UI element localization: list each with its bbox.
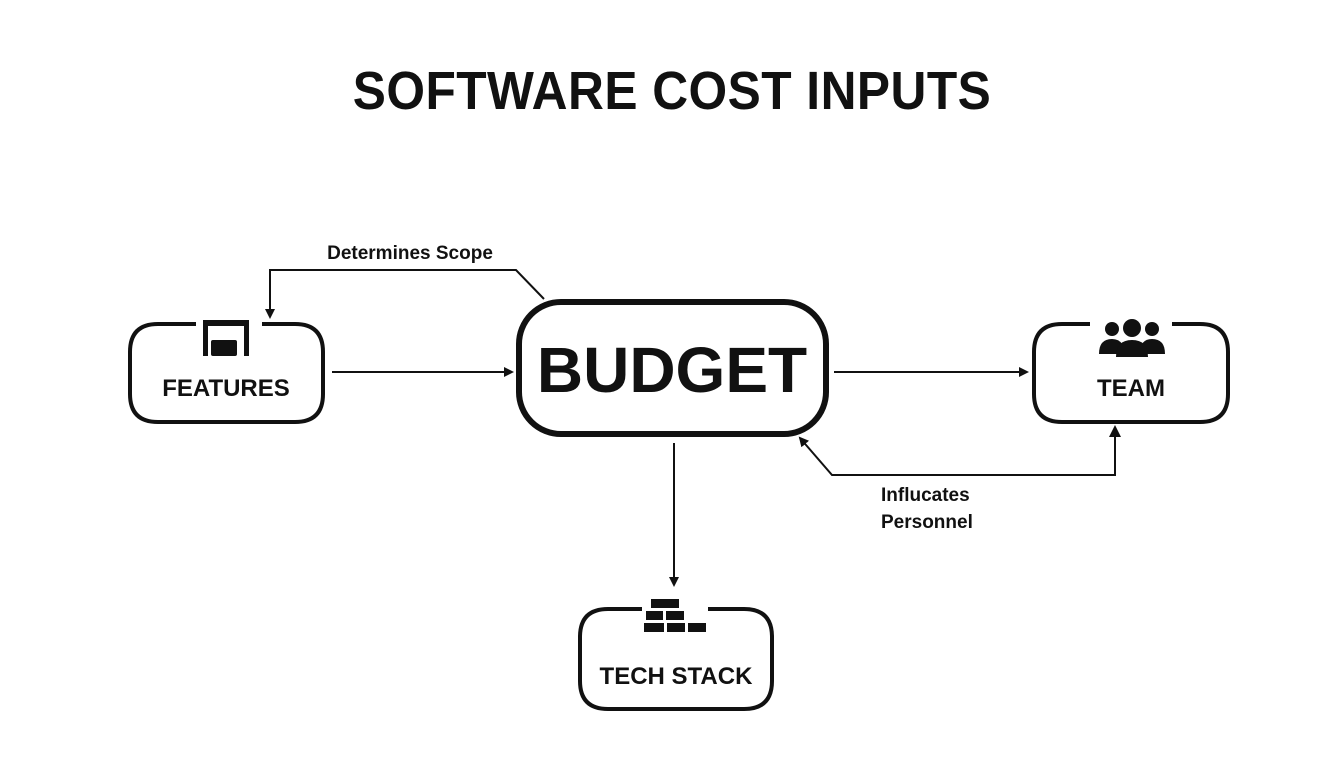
- node-features-label: FEATURES: [162, 375, 290, 402]
- edge-label-personnel: Personnel: [881, 512, 973, 533]
- page-title: SOFTWARE COST INPUTS: [352, 61, 992, 121]
- node-team: TEAM: [1032, 319, 1230, 424]
- edge-team-start-arrow: [1109, 425, 1121, 437]
- node-features-box: [128, 322, 325, 424]
- bricks-icon: [644, 599, 706, 632]
- edge-label-determines-scope: Determines Scope: [327, 243, 493, 264]
- node-tech-stack: TECH STACK: [578, 599, 774, 711]
- edge-label-influcates: Influcates: [881, 485, 970, 506]
- node-team-label: TEAM: [1097, 375, 1165, 402]
- edge-team-to-budget-personnel: [798, 427, 1116, 476]
- node-budget: BUDGET: [516, 299, 829, 437]
- node-budget-label: BUDGET: [537, 334, 807, 406]
- people-icon: [1099, 319, 1165, 357]
- node-budget-box: [516, 299, 829, 437]
- node-tech-stack-box: [578, 607, 774, 711]
- node-team-box: [1032, 322, 1230, 424]
- folder-icon: [203, 320, 249, 356]
- edge-budget-to-features-scope: [265, 269, 545, 319]
- node-tech-stack-label: TECH STACK: [600, 663, 754, 690]
- node-features: FEATURES: [128, 320, 325, 424]
